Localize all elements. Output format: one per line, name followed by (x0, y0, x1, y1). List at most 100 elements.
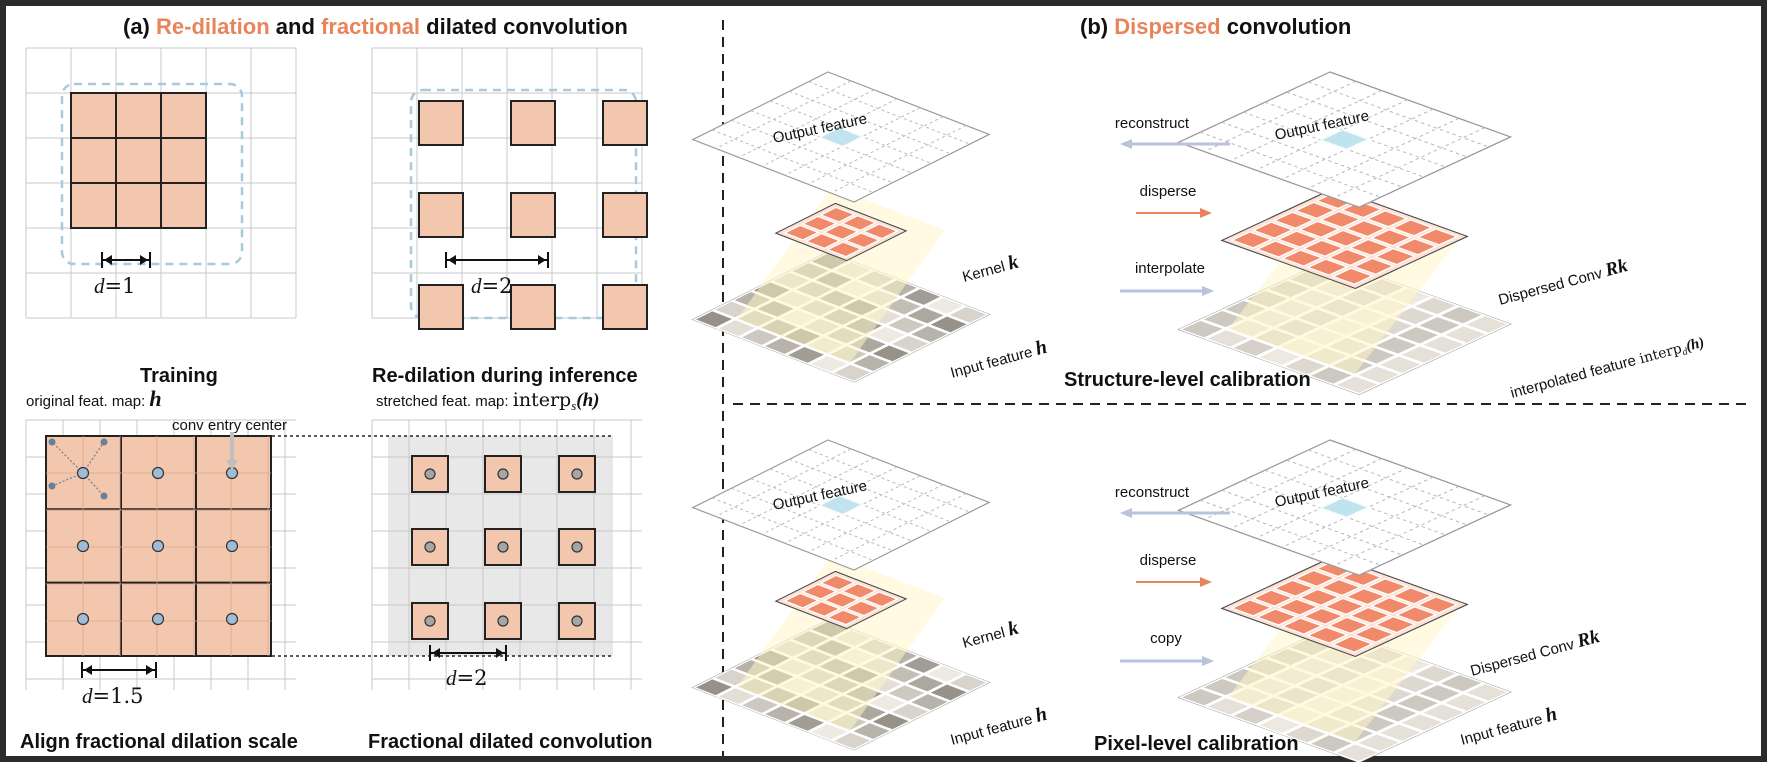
entry-center-dot (76, 466, 90, 480)
kernel-weight (822, 592, 860, 608)
input-cell (715, 318, 759, 338)
input-cell (850, 721, 893, 741)
input-cell (946, 673, 990, 693)
kernel-weight (1352, 625, 1396, 644)
kernel-cell (70, 92, 117, 139)
output-grid (1286, 459, 1468, 526)
output-grid (1308, 449, 1490, 516)
kernel-weight (1276, 230, 1320, 248)
output-grid (807, 484, 944, 553)
input-cell (692, 309, 736, 329)
input-cell (1419, 334, 1468, 355)
input-cell (888, 334, 932, 354)
kernel-weight (1298, 220, 1341, 238)
structure-arrows: reconstruct disperse interpolate (1115, 115, 1230, 296)
kernel-weight (1416, 228, 1459, 246)
kernel-weight (1416, 596, 1459, 614)
input-cell (761, 704, 805, 724)
output-grid (808, 449, 971, 513)
kernel-weight (1251, 221, 1294, 239)
kernel-weight (1294, 201, 1337, 220)
output-grid (784, 107, 921, 176)
input-cell (738, 695, 782, 715)
kernel-weight (801, 215, 838, 232)
output-pixel (818, 127, 864, 147)
output-grid (1307, 117, 1460, 190)
input-cell (1333, 374, 1382, 395)
structure-left-stack (691, 71, 991, 383)
training-dilation-marker: d=1 (94, 252, 151, 298)
pixel-right-stack (1176, 439, 1513, 762)
input-cell (1376, 354, 1425, 375)
kernel-cell (510, 192, 556, 238)
input-cell (807, 354, 851, 374)
entry-center-dot (571, 468, 583, 480)
entry-center-dot (76, 539, 90, 553)
kernel-weight (1272, 211, 1316, 229)
output-grid (789, 458, 951, 523)
kernel-weight (1373, 615, 1417, 634)
stretched-feat-label: stretched feat. map: interps(h) (376, 389, 600, 413)
output-grid (1255, 99, 1408, 171)
input-cell (927, 315, 971, 334)
input-cell (927, 683, 971, 702)
structure-reconstruct-label: reconstruct (1115, 115, 1190, 132)
pixel-arrows: reconstruct disperse copy (1115, 484, 1230, 666)
input-cell (1437, 673, 1486, 693)
output-grid (761, 466, 898, 535)
output-pixel (1319, 497, 1370, 518)
structure-interpolate-label: interpolate (1135, 260, 1205, 277)
align-d-label: d=1.5 (82, 684, 144, 708)
entry-center-dot (225, 612, 239, 626)
training-caption: Training (140, 365, 218, 387)
input-cell (1281, 356, 1330, 376)
input-cell (1462, 314, 1511, 335)
kernel-weight (822, 224, 860, 240)
output-grid (715, 448, 852, 517)
neighbor-point (100, 492, 108, 500)
align-grid (25, 419, 296, 690)
kernel-cell (602, 100, 648, 146)
kernel-weight (1319, 210, 1362, 229)
entry-center-dot (571, 615, 583, 627)
output-grid (1221, 489, 1403, 556)
kernel-weight (783, 224, 820, 241)
kernel-weight (1373, 247, 1417, 266)
input-cell (738, 327, 782, 347)
training-grid (25, 47, 297, 319)
align-caption: Align fractional dilation scale (20, 731, 298, 753)
output-grid (738, 89, 875, 158)
panel-b-title: (b) Dispersed convolution (1080, 14, 1351, 39)
input-cell (884, 683, 928, 703)
input-cell (1415, 315, 1464, 336)
input-cell (1281, 724, 1330, 744)
entry-center-dot (424, 615, 436, 627)
structure-disperse-label: disperse (1140, 183, 1197, 200)
kernel-cell (510, 100, 556, 146)
output-grid (789, 90, 951, 155)
kernel-weight (862, 223, 899, 240)
output-pixel (1319, 129, 1370, 150)
input-cell (1255, 715, 1304, 735)
redilation-caption: Re-dilation during inference (372, 365, 638, 387)
original-feat-label: original feat. map: h (26, 386, 162, 411)
kernel-weight (1251, 589, 1294, 607)
entry-center-dot (497, 541, 509, 553)
kernel-cell (418, 284, 464, 330)
fractional-dilation-marker: d=2 (429, 645, 507, 690)
output-grid (1229, 458, 1382, 530)
input-cell (784, 345, 828, 365)
kernel-cell (160, 92, 207, 139)
input-cell (1307, 733, 1356, 754)
neighbor-point (48, 482, 56, 490)
input-cell (1354, 732, 1403, 753)
input-cell (1178, 687, 1227, 707)
entry-center-dot (151, 466, 165, 480)
input-cell (900, 287, 944, 307)
kernel-cell (160, 182, 207, 229)
input-cell (1376, 722, 1425, 743)
input-cell (907, 324, 951, 344)
entry-center-dot (497, 615, 509, 627)
entry-center-dot (424, 468, 436, 480)
